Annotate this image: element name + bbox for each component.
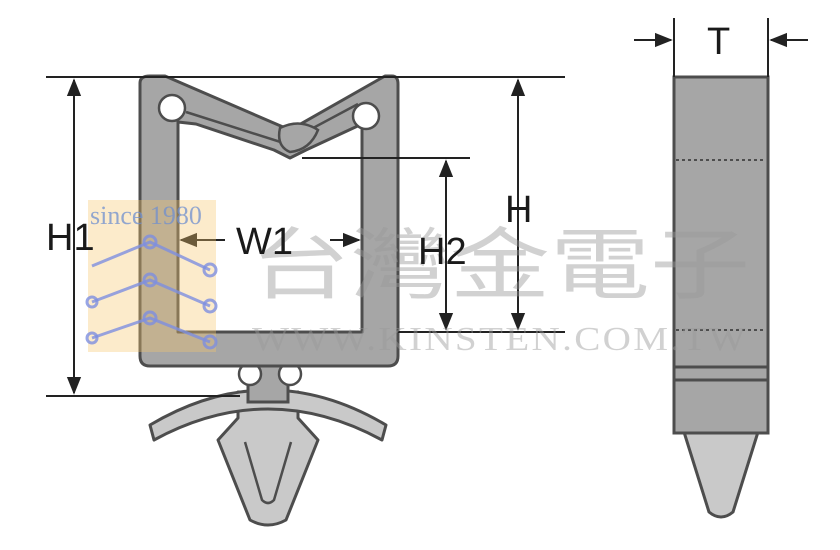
watermark-url: WWW.KINSTEN.COM.TW [252, 321, 748, 358]
label-t: T [707, 21, 730, 63]
side-view-body [672, 75, 770, 435]
watermark-since: since 1980 [90, 201, 202, 230]
anchor-spring-wings [148, 388, 388, 442]
watermark: since 1980 台灣金電子 WWW.KINSTEN.COM.TW [85, 200, 750, 358]
anchor-arrow-leg [216, 390, 320, 527]
watermark-logo-bg [88, 200, 216, 352]
label-h1: H1 [46, 217, 95, 259]
watermark-company: 台灣金電子 [250, 221, 750, 311]
label-w1: W1 [236, 221, 293, 263]
latch-hole-left [157, 93, 187, 123]
clip-side-view [672, 75, 770, 519]
watermark-logo-circuit [85, 234, 218, 350]
latch-tip [277, 122, 320, 154]
label-h: H [505, 189, 532, 231]
dimension-lines [46, 18, 808, 397]
label-h2: H2 [418, 231, 467, 273]
latch-hole-right [351, 101, 381, 131]
side-view-tip [682, 430, 760, 519]
anchor-arrow-inner [243, 441, 293, 505]
